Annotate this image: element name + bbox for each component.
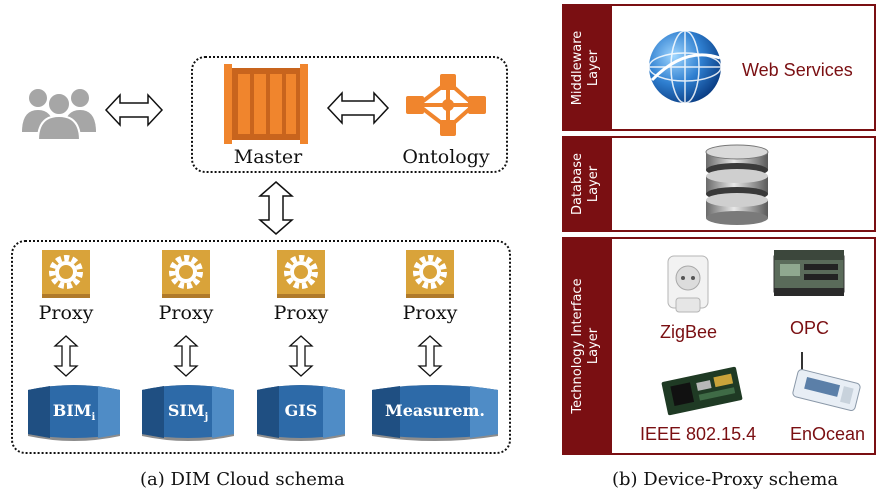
technology-interface-layer-side: Technology Interface Layer: [562, 237, 610, 455]
proxy-group-box: [11, 240, 511, 454]
proxy-gear-icon: [42, 250, 90, 298]
database-icon: [28, 385, 120, 441]
ontology-icon: [406, 74, 486, 136]
enocean-device-icon: [792, 352, 861, 412]
right-caption: (b) Device-Proxy schema: [612, 469, 839, 490]
master-server-icon: [224, 64, 308, 144]
device-label-enocean: EnOcean: [790, 424, 866, 444]
globe-icon: [648, 30, 722, 104]
device-label-ieee: IEEE 802.15.4: [640, 424, 757, 444]
proxy-label: Proxy: [158, 302, 214, 324]
left-caption: (a) DIM Cloud schema: [140, 469, 345, 490]
ontology-label: Ontology: [402, 146, 490, 168]
vertical-double-arrow-icon: [417, 335, 443, 377]
ieee-board-icon: [661, 366, 743, 416]
middleware-layer-title: Middleware Layer: [570, 30, 601, 105]
database-label: SIMj: [167, 401, 209, 424]
vertical-double-arrow-icon: [173, 335, 199, 377]
opc-plc-icon: [773, 250, 845, 296]
master-label: Master: [233, 146, 303, 168]
vertical-double-arrow-icon: [258, 181, 294, 235]
proxy-label: Proxy: [273, 302, 329, 324]
master-group-box: [191, 56, 508, 173]
database-label: GIS: [284, 401, 318, 420]
proxy-gear-icon: [406, 250, 454, 298]
vertical-double-arrow-icon: [288, 335, 314, 377]
double-arrow-icon: [326, 91, 390, 125]
users-icon: [22, 89, 96, 140]
database-layer-side: Database Layer: [562, 136, 610, 232]
proxy-gear-icon: [277, 250, 325, 298]
technology-interface-layer-title: Technology Interface Layer: [570, 278, 601, 414]
proxy-label: Proxy: [402, 302, 458, 324]
database-layer-title: Database Layer: [570, 152, 601, 216]
database-label: BIMi: [52, 401, 96, 424]
database-icon: [257, 385, 345, 441]
technology-interface-layer-panel: [610, 237, 876, 455]
database-stack-icon: [705, 144, 769, 225]
double-arrow-icon: [104, 93, 164, 127]
proxy-label: Proxy: [38, 302, 94, 324]
database-icon: [142, 385, 234, 441]
database-label: Measurem.: [384, 401, 485, 420]
middleware-layer-side: Middleware Layer: [562, 4, 610, 131]
vertical-double-arrow-icon: [53, 335, 79, 377]
database-icon: [372, 385, 498, 441]
web-services-label: Web Services: [742, 60, 853, 80]
device-label-opc: OPC: [790, 318, 830, 338]
device-label-zigbee: ZigBee: [660, 322, 718, 342]
proxy-gear-icon: [162, 250, 210, 298]
zigbee-plug-icon: [667, 255, 709, 313]
